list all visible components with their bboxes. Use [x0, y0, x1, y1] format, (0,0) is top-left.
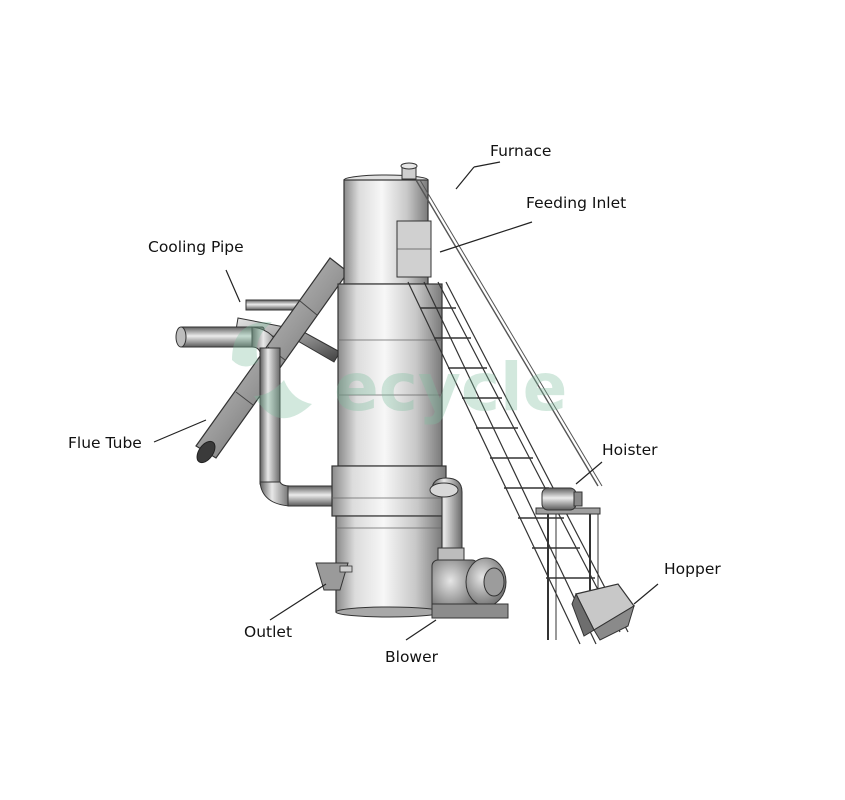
leader-flue-tube	[153, 419, 207, 443]
leader-cooling-pipe	[225, 269, 241, 303]
label-hopper: Hopper	[664, 560, 721, 578]
leader-feeding-inlet	[439, 221, 533, 253]
furnace-tower	[331, 162, 447, 618]
label-flue-tube: Flue Tube	[68, 434, 142, 452]
hopper	[571, 583, 635, 641]
label-cooling-pipe: Cooling Pipe	[148, 238, 244, 256]
label-outlet: Outlet	[244, 623, 293, 641]
leader-hopper	[633, 583, 659, 605]
label-feeding-inlet: Feeding Inlet	[526, 194, 627, 212]
leader-hoister	[575, 461, 603, 485]
label-hoister: Hoister	[602, 441, 658, 459]
leader-blower	[405, 619, 437, 641]
leader-lines	[153, 161, 659, 641]
watermark-logo: ecycle	[232, 321, 567, 426]
hoister-frame	[535, 487, 601, 640]
label-furnace: Furnace	[490, 142, 552, 160]
blower-assembly	[429, 477, 509, 619]
leader-outlet	[269, 583, 327, 621]
label-blower: Blower	[385, 648, 439, 666]
vertical-flue-pipe	[259, 347, 341, 507]
outlet-chute	[315, 562, 353, 591]
watermark-text: ecycle	[334, 349, 567, 426]
leader-furnace	[455, 166, 475, 190]
